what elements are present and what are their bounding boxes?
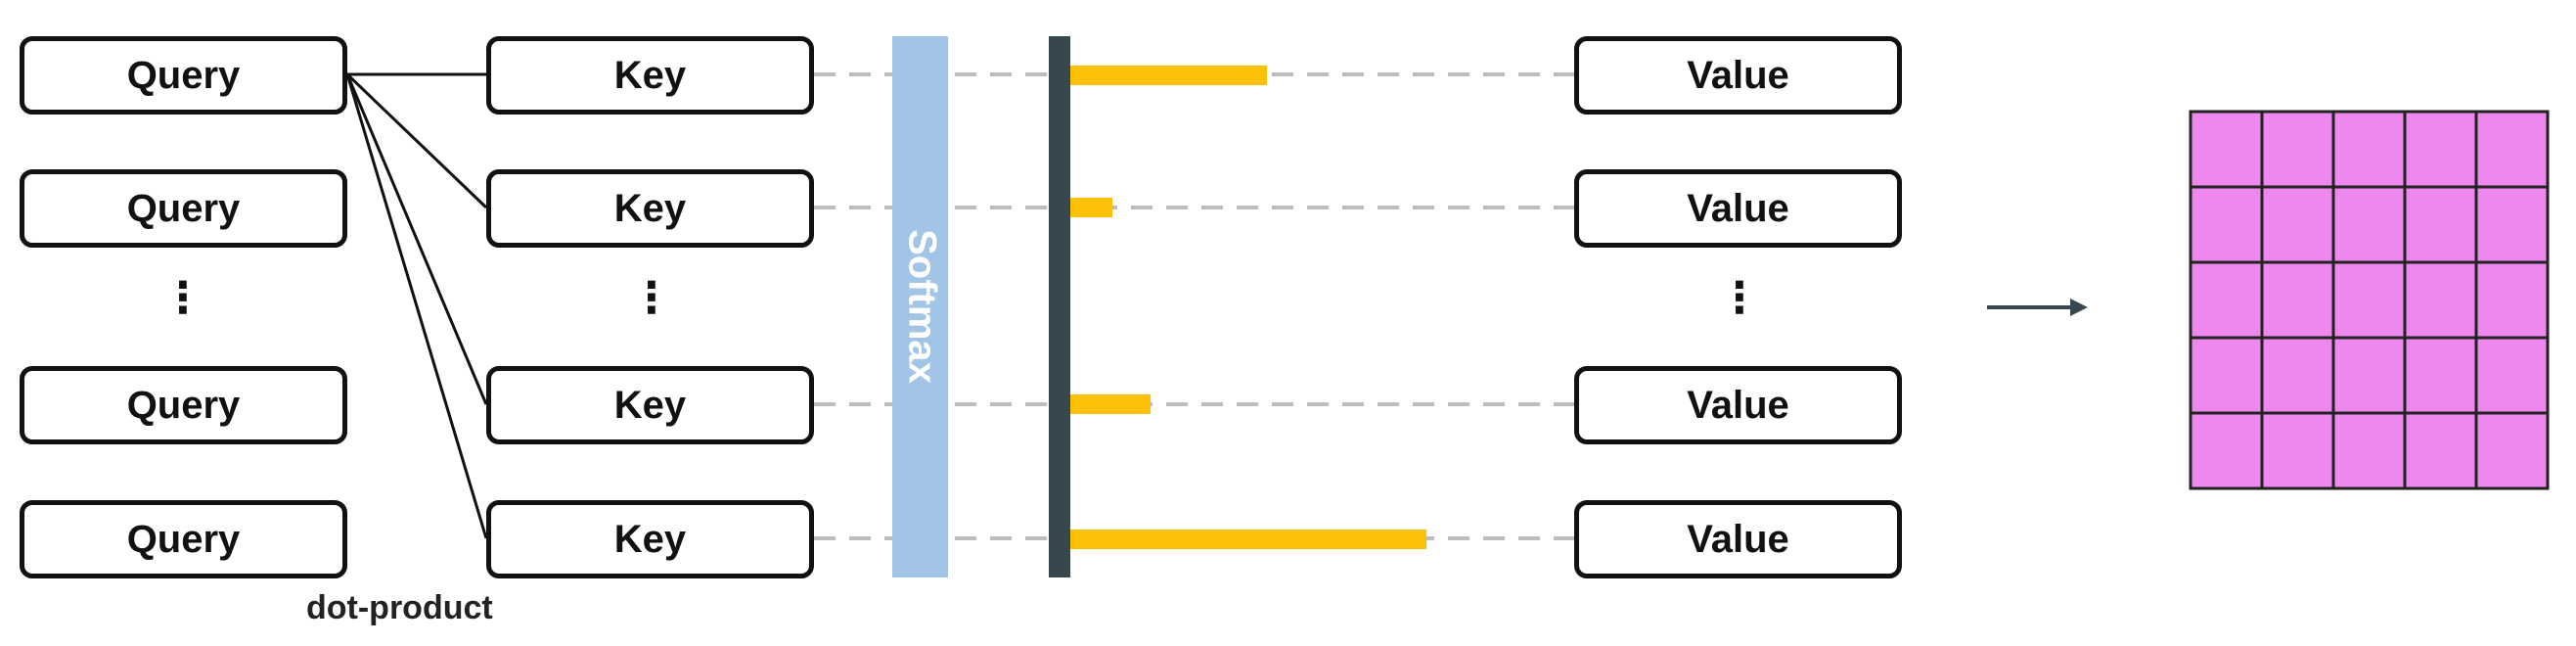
output-grid-cell xyxy=(2403,411,2478,490)
output-grid-cell xyxy=(2403,110,2478,189)
weight-bar xyxy=(1068,198,1112,217)
key-label: Key xyxy=(613,517,687,561)
output-grid xyxy=(2189,110,2550,490)
query-label: Query xyxy=(126,53,241,97)
key-box: Key xyxy=(486,366,814,444)
value-box: Value xyxy=(1574,36,1902,115)
dot-product-caption: dot-product xyxy=(306,589,493,626)
output-grid-cell xyxy=(2189,336,2264,415)
query-label: Query xyxy=(126,186,241,230)
output-grid-cell xyxy=(2474,336,2550,415)
output-grid-cell xyxy=(2474,110,2550,189)
value-box: Value xyxy=(1574,169,1902,248)
output-grid-cell xyxy=(2189,411,2264,490)
output-grid-cell xyxy=(2260,260,2335,340)
value-box: Value xyxy=(1574,500,1902,578)
key-box: Key xyxy=(486,500,814,578)
value-label: Value xyxy=(1687,53,1789,97)
output-grid-cell xyxy=(2403,336,2478,415)
output-grid-cell xyxy=(2474,411,2550,490)
dot-product-line xyxy=(345,73,488,405)
output-grid-cell xyxy=(2331,185,2407,264)
query-label: Query xyxy=(126,383,241,427)
dot-product-line xyxy=(345,72,488,209)
weight-bar xyxy=(1068,530,1426,549)
output-grid-cell xyxy=(2260,110,2335,189)
output-grid-cell xyxy=(2260,411,2335,490)
value-label: Value xyxy=(1687,517,1789,561)
value-label: Value xyxy=(1687,383,1789,427)
query-box: Query xyxy=(20,500,347,578)
key-label: Key xyxy=(613,53,687,97)
output-grid-cell xyxy=(2474,185,2550,264)
value-box: Value xyxy=(1574,366,1902,444)
query-box: Query xyxy=(20,366,347,444)
value-label: Value xyxy=(1687,186,1789,230)
output-grid-cell xyxy=(2331,411,2407,490)
softmax-bar xyxy=(892,36,948,577)
ellipsis: ⋮ xyxy=(630,274,673,322)
key-label: Key xyxy=(613,186,687,230)
output-grid-cell xyxy=(2403,260,2478,340)
ellipsis: ⋮ xyxy=(161,274,204,322)
key-box: Key xyxy=(486,169,814,248)
query-box: Query xyxy=(20,36,347,115)
dot-product-line xyxy=(345,73,488,539)
output-grid-cell xyxy=(2331,260,2407,340)
axis-bar xyxy=(1049,36,1070,577)
query-box: Query xyxy=(20,169,347,248)
output-grid-cell xyxy=(2260,185,2335,264)
output-grid-cell xyxy=(2474,260,2550,340)
output-grid-cell xyxy=(2189,110,2264,189)
key-label: Key xyxy=(613,383,687,427)
output-grid-cell xyxy=(2331,336,2407,415)
query-label: Query xyxy=(126,517,241,561)
key-box: Key xyxy=(486,36,814,115)
output-grid-cell xyxy=(2260,336,2335,415)
ellipsis: ⋮ xyxy=(1718,274,1761,322)
arrow-icon xyxy=(2070,299,2088,316)
output-grid-cell xyxy=(2403,185,2478,264)
output-grid-cell xyxy=(2189,260,2264,340)
weight-bar xyxy=(1068,66,1267,85)
softmax-label: Softmax xyxy=(900,229,943,384)
output-grid-cell xyxy=(2189,185,2264,264)
output-grid-cell xyxy=(2331,110,2407,189)
weight-bar xyxy=(1068,394,1151,414)
